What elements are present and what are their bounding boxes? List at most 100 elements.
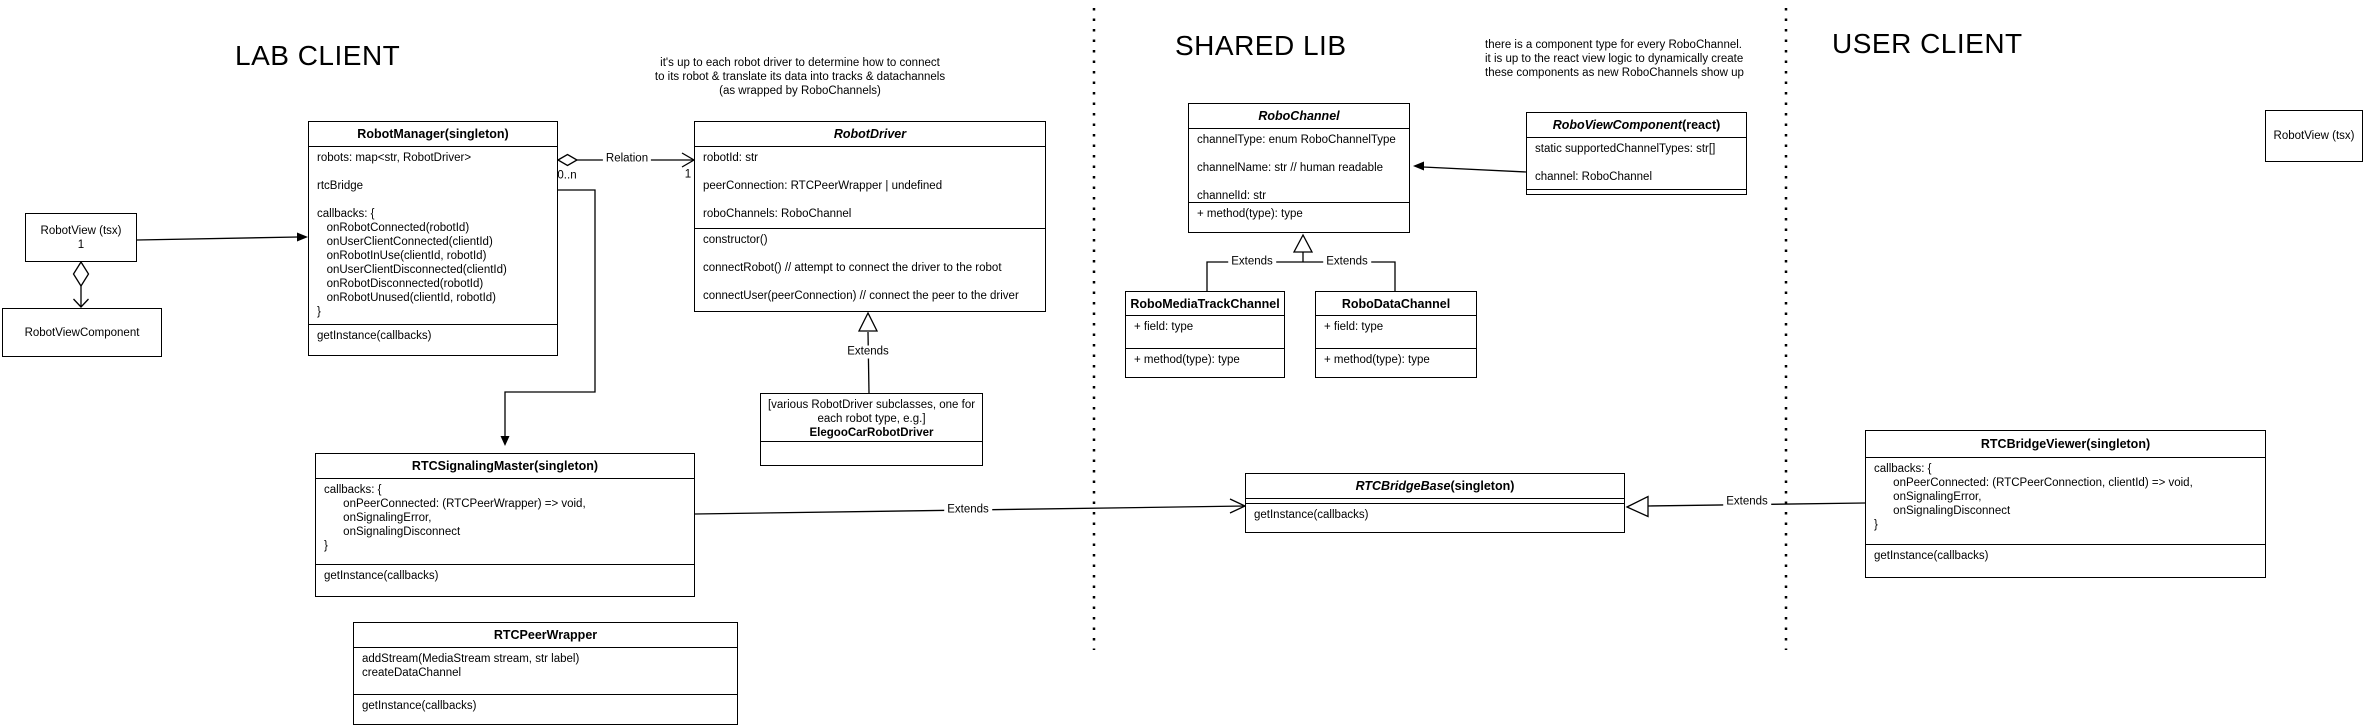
text-line: getInstance(callbacks) xyxy=(1874,550,1989,562)
class-methods: constructor() connectRobot() // attempt … xyxy=(695,228,1045,311)
class-name: RTCSignalingMaster xyxy=(411,459,535,473)
class-robo-media-track-channel: RoboMediaTrackChannel + field: type + me… xyxy=(1125,291,1285,378)
text-line: getInstance(callbacks) xyxy=(1254,509,1369,521)
text-line: peerConnection: RTCPeerWrapper | undefin… xyxy=(703,180,943,192)
class-attributes: robots: map<str, RobotDriver> rtcBridge … xyxy=(309,147,557,324)
text-line: onSignalingError, xyxy=(1874,491,1982,503)
text-line: + method(type): type xyxy=(1324,354,1430,366)
arrowhead-triangle xyxy=(857,311,879,332)
class-robot-manager: RobotManager (singleton) robots: map<str… xyxy=(308,121,558,356)
extends-label-viewer: Extends xyxy=(1723,495,1771,509)
class-name: RobotManager xyxy=(357,127,445,141)
class-methods: getInstance(callbacks) xyxy=(1246,503,1624,532)
section-title-lab-client: LAB CLIENT xyxy=(235,40,401,71)
empty-compartment xyxy=(1527,189,1746,194)
text-line: onPeerConnected: (RTCPeerWrapper) => voi… xyxy=(324,498,586,510)
text-line: + method(type): type xyxy=(1197,208,1303,220)
text-line xyxy=(703,275,1037,289)
text-line: onRobotDisconnected(robotId) xyxy=(317,278,484,290)
class-methods: + method(type): type xyxy=(1126,348,1284,377)
arrowhead-filled xyxy=(297,232,308,242)
class-methods: getInstance(callbacks) xyxy=(354,694,737,724)
text-line xyxy=(1197,175,1401,189)
text-line: callbacks: { xyxy=(317,208,375,220)
class-rtc-peer-wrapper: RTCPeerWrapper addStream(MediaStream str… xyxy=(353,622,738,725)
text-line: getInstance(callbacks) xyxy=(324,570,439,582)
class-rtc-signaling-master: RTCSignalingMaster (singleton) callbacks… xyxy=(315,453,695,597)
class-fields: + field: type xyxy=(1316,316,1476,348)
class-name: RoboViewComponent xyxy=(1552,118,1683,132)
class-methods: getInstance(callbacks) xyxy=(316,564,694,596)
class-attributes: static supportedChannelTypes: str[] chan… xyxy=(1527,138,1746,189)
class-name: RobotView (tsx) xyxy=(2273,130,2355,142)
text-line: it is up to the react view logic to dyna… xyxy=(1485,53,1744,65)
text-line xyxy=(703,247,1037,261)
text-line: onSignalingDisconnect xyxy=(324,526,461,538)
class-robot-view-lab: RobotView (tsx) 1 xyxy=(25,213,137,262)
class-name: RoboDataChannel xyxy=(1341,296,1451,311)
edge-robotview-robotmanager xyxy=(136,236,299,241)
text-line: onSignalingDisconnect xyxy=(1874,505,2011,517)
diamond-aggregation xyxy=(72,260,90,288)
text-line: + field: type xyxy=(1324,321,1384,333)
arrowhead-open xyxy=(1229,498,1247,514)
class-robot-driver: RobotDriver robotId: str peerConnection:… xyxy=(694,121,1046,312)
class-stereotype: (singleton) xyxy=(534,459,599,473)
class-rtc-bridge-viewer: RTCBridgeViewer (singleton) callbacks: {… xyxy=(1865,430,2266,578)
class-name: RoboChannel xyxy=(1258,109,1340,123)
text-line: + method(type): type xyxy=(1134,354,1240,366)
note-lines: [various RobotDriver subclasses, one for… xyxy=(763,398,980,426)
text-line: connectUser(peerConnection) // connect t… xyxy=(703,290,1019,302)
section-title-user-client: USER CLIENT xyxy=(1832,28,2023,59)
text-line xyxy=(703,165,1037,179)
text-line: to its robot & translate its data into t… xyxy=(654,71,946,83)
text-line: onUserClientConnected(clientId) xyxy=(317,236,493,248)
class-title: RTCBridgeBase (singleton) xyxy=(1246,474,1624,499)
empty-compartment xyxy=(761,441,982,465)
text-line: createDataChannel xyxy=(362,667,462,679)
class-fields: + field: type xyxy=(1126,316,1284,348)
text-line: addStream(MediaStream stream, str label) xyxy=(362,653,580,665)
class-title: RobotManager (singleton) xyxy=(309,122,557,147)
class-name: RTCBridgeBase xyxy=(1355,479,1451,493)
text-line: + field: type xyxy=(1134,321,1194,333)
note-shared-lib: there is a component type for every Robo… xyxy=(1485,38,1785,80)
text-line: each robot type, e.g.] xyxy=(817,413,926,425)
text-line xyxy=(1535,156,1738,170)
text-line: } xyxy=(1874,519,1878,531)
text-line: it's up to each robot driver to determin… xyxy=(660,57,940,69)
text-line: channelType: enum RoboChannelType xyxy=(1197,134,1396,146)
class-title: RoboDataChannel xyxy=(1316,292,1476,316)
note-driver-subclasses: [various RobotDriver subclasses, one for… xyxy=(760,393,983,466)
text-line: channel: RoboChannel xyxy=(1535,171,1653,183)
text-line: robots: map<str, RobotDriver> xyxy=(317,152,472,164)
text-line: channelId: str xyxy=(1197,190,1267,202)
class-stereotype: (singleton) xyxy=(2086,437,2151,451)
text-line: onPeerConnected: (RTCPeerConnection, cli… xyxy=(1874,477,2193,489)
class-attributes: callbacks: { onPeerConnected: (RTCPeerWr… xyxy=(316,479,694,564)
extends-label-master: Extends xyxy=(944,503,992,517)
extends-label-mediatrack: Extends xyxy=(1228,255,1276,269)
text-line: static supportedChannelTypes: str[] xyxy=(1535,143,1716,155)
text-line: rtcBridge xyxy=(317,180,364,192)
text-line: } xyxy=(317,306,321,318)
multiplicity-1: 1 xyxy=(684,168,692,181)
text-line: getInstance(callbacks) xyxy=(317,330,432,342)
text-line: roboChannels: RoboChannel xyxy=(703,208,852,220)
class-title: RoboViewComponent (react) xyxy=(1527,113,1746,138)
multiplicity-0n: 0..n xyxy=(557,169,577,182)
text-line: constructor() xyxy=(703,234,768,246)
relation-label: Relation xyxy=(602,152,652,166)
text-line: } xyxy=(324,540,328,552)
class-name: RobotViewComponent xyxy=(24,326,140,339)
text-line: onRobotUnused(clientId, robotId) xyxy=(317,292,496,304)
class-title: RTCBridgeViewer (singleton) xyxy=(1866,431,2265,458)
class-robot-view-user: RobotView (tsx) xyxy=(2265,110,2363,162)
extends-label-driver: Extends xyxy=(844,345,892,359)
text-line: onRobotInUse(clientId, robotId) xyxy=(317,250,487,262)
class-methods: getInstance(callbacks) xyxy=(1866,544,2265,577)
arrowhead-filled xyxy=(1413,161,1424,171)
subclass-name: ElegooCarRobotDriver xyxy=(809,427,934,439)
class-name: RobotDriver xyxy=(833,127,907,141)
arrowhead-triangle xyxy=(1625,495,1649,518)
